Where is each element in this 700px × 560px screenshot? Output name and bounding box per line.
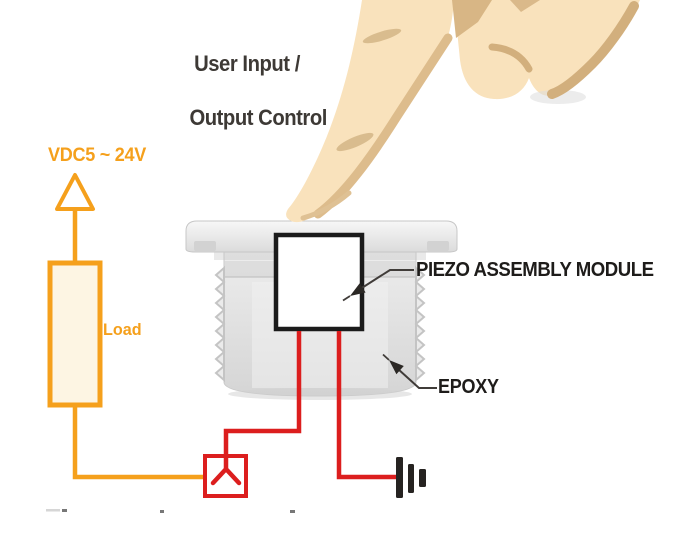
supply-wire: [72, 405, 204, 480]
output-device-symbol: [210, 455, 242, 486]
hand-edge-shade: [547, 1, 639, 99]
up-arrow-icon: [55, 173, 95, 211]
housing-bottom-shadow: [228, 388, 412, 400]
index-finger: [286, 0, 454, 223]
finger-gap-shade: [452, 0, 492, 38]
epoxy-leader-tail: [382, 353, 390, 361]
finger-edge-shade: [313, 33, 453, 219]
pointing-finger-illustration: [286, 0, 640, 223]
callout-epoxy-label: EPOXY: [438, 376, 499, 398]
heading-line-1: User Input /: [194, 51, 300, 76]
hand-mass: [454, 0, 640, 100]
finger-crease-lower: [336, 132, 374, 152]
callout-leaders: [342, 269, 437, 389]
heading-line-2: Output Control: [189, 105, 327, 130]
load-label: Load: [103, 320, 142, 339]
curled-finger-crease: [488, 43, 533, 73]
piezo-leader-arrowhead: [350, 283, 366, 296]
finger-crease-upper: [362, 28, 402, 44]
supply-circuit: [47, 173, 204, 480]
supply-voltage-label: VDC5 ~ 24V: [48, 145, 146, 166]
threads-left: [214, 265, 226, 383]
output-circuit: [203, 331, 397, 498]
module-wire-left: [223, 331, 302, 455]
epoxy-leader-line: [397, 368, 437, 389]
load-resistor: [47, 260, 103, 408]
callout-piezo-module-label: PIEZO ASSEMBLY MODULE: [416, 259, 654, 281]
piezo-leader-tail: [342, 295, 351, 302]
top-shade-notch: [510, 0, 540, 12]
cropped-caption-remnants: [46, 509, 295, 513]
epoxy-leader-arrowhead: [389, 360, 404, 375]
flange-tab-right: [427, 241, 449, 251]
flange-tab-left: [194, 241, 216, 251]
heading-user-io: User Input / Output Control: [169, 50, 327, 130]
piezo-module-box: [273, 232, 365, 332]
threads-right: [414, 265, 426, 383]
module-wire-right: [336, 331, 397, 480]
fingertip-crease: [300, 190, 352, 221]
earth-ground-icon: [396, 457, 426, 498]
knuckle-shadow: [530, 90, 586, 104]
piezo-leader-line: [353, 269, 414, 294]
